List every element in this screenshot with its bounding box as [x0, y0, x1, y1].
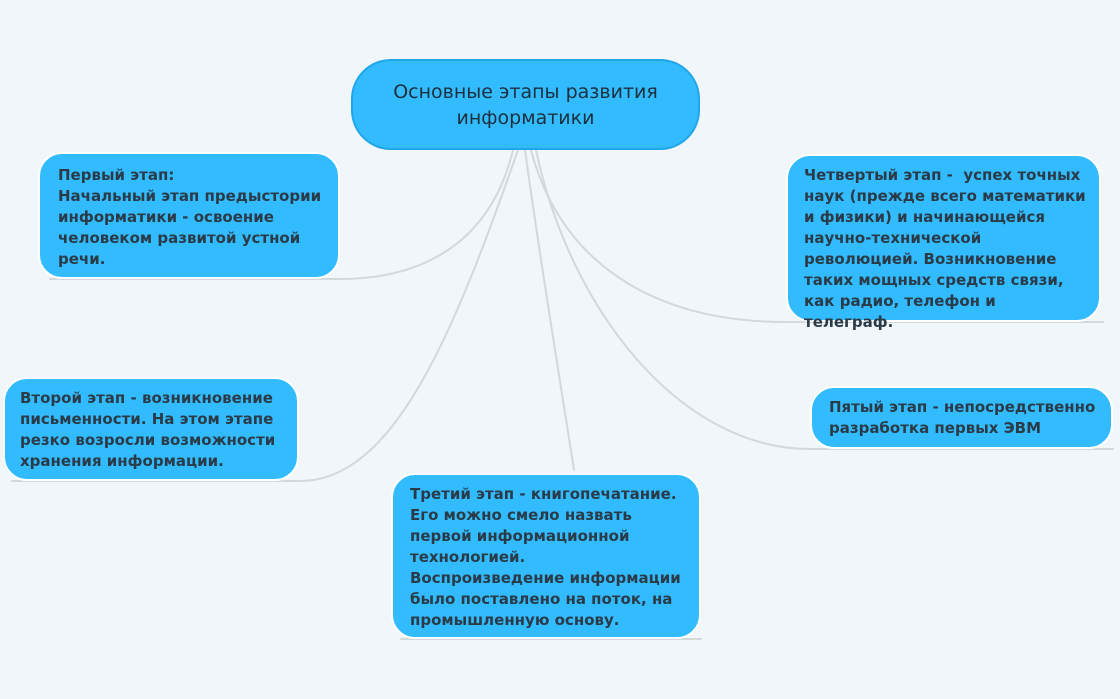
stage-third-node[interactable]: Третий этап - книгопечатание. Его можно …: [391, 473, 701, 639]
stage-fifth-node[interactable]: Пятый этап - непосредственно разработка …: [810, 386, 1113, 449]
central-topic[interactable]: Основные этапы развития информатики: [351, 59, 700, 150]
stage-fourth-node[interactable]: Четвертый этап - успех точных наук (преж…: [786, 154, 1101, 331]
connector-second: [11, 149, 519, 482]
central-topic-label: Основные этапы развития информатики: [393, 80, 658, 129]
connector-third: [524, 149, 575, 471]
stage-first-node[interactable]: Первый этап: Начальный этап предыстории …: [38, 152, 340, 279]
stage-second-node[interactable]: Второй этап - возникновение письменности…: [3, 377, 299, 481]
connector-fifth: [535, 149, 1114, 450]
connector-first: [49, 149, 514, 280]
